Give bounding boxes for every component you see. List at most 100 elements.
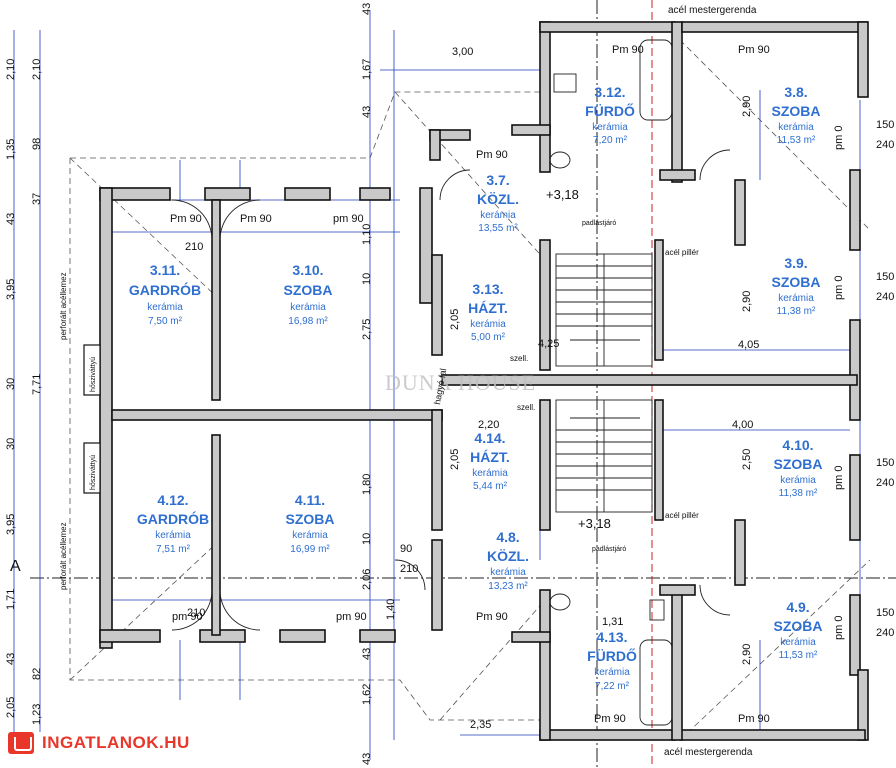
svg-text:kerámia: kerámia	[778, 122, 814, 133]
svg-text:5,44 m²: 5,44 m²	[473, 481, 508, 492]
door-swings	[171, 149, 731, 631]
svg-text:210: 210	[400, 563, 418, 575]
svg-text:30: 30	[5, 438, 17, 450]
room-4-12: 4.12. GARDRÓB kerámia 7,51 m²	[137, 492, 209, 555]
dim-left-col: 2,10 1,35 43 3,95 30 30 3,95 1,71 43 2,0…	[5, 59, 17, 718]
svg-text:pm 90: pm 90	[336, 611, 367, 623]
svg-text:kerámia: kerámia	[472, 468, 508, 479]
level-bottom: +3,18	[578, 516, 611, 531]
svg-text:2,20: 2,20	[478, 419, 499, 431]
svg-text:pm 0: pm 0	[833, 616, 845, 640]
svg-text:Pm 90: Pm 90	[594, 713, 626, 725]
dim-left-col2: 2,10 98 37 7,71 82 1,23	[31, 59, 43, 725]
svg-text:1,40: 1,40	[385, 599, 397, 620]
room-4-8: 4.8. KÖZL. kerámia 13,23 m²	[487, 529, 529, 592]
svg-text:kerámia: kerámia	[480, 210, 516, 221]
svg-text:11,53 m²: 11,53 m²	[777, 135, 816, 146]
room-3-7: 3.7. KÖZL. kerámia 13,55 m²	[477, 172, 519, 234]
vent-bottom-label: szell.	[517, 403, 535, 412]
svg-text:2,50: 2,50	[741, 449, 753, 470]
toilet-bottom	[549, 593, 665, 621]
toilet-top	[549, 73, 577, 169]
svg-text:3,00: 3,00	[452, 46, 473, 58]
svg-text:HÁZT.: HÁZT.	[468, 300, 508, 316]
dim-mid-col: 43 1,67 43 2,75 10 1,80 10 2,06 1,40 43 …	[361, 3, 397, 765]
pillar-top-label: acél pillér	[665, 248, 699, 257]
walls-left	[99, 129, 471, 649]
svg-text:7,51 m²: 7,51 m²	[156, 544, 191, 555]
svg-text:150: 150	[876, 271, 894, 283]
svg-text:1,10: 1,10	[361, 224, 373, 245]
svg-text:43: 43	[361, 648, 373, 660]
svg-text:7,50 m²: 7,50 m²	[148, 316, 183, 327]
svg-text:7,71: 7,71	[31, 374, 43, 395]
bathtub-bottom	[639, 639, 673, 726]
svg-text:150: 150	[876, 457, 894, 469]
svg-text:1,35: 1,35	[5, 139, 17, 160]
room-3-8: 3.8. SZOBA kerámia 11,53 m²	[772, 84, 821, 146]
svg-text:pm 0: pm 0	[833, 126, 845, 150]
svg-text:2,10: 2,10	[31, 59, 43, 80]
svg-text:FÜRDŐ: FÜRDŐ	[585, 102, 635, 119]
svg-text:4.12.: 4.12.	[157, 492, 188, 508]
svg-text:pm 0: pm 0	[833, 466, 845, 490]
svg-text:4.14.: 4.14.	[474, 430, 505, 446]
room-3-10: 3.10. SZOBA kerámia 16,98 m²	[284, 262, 333, 327]
heat-pump-top	[83, 344, 101, 396]
svg-text:HÁZT.: HÁZT.	[470, 449, 510, 465]
svg-text:2,05: 2,05	[5, 697, 17, 718]
svg-text:kerámia: kerámia	[290, 302, 326, 313]
svg-text:4,05: 4,05	[738, 339, 759, 351]
svg-text:pm 0: pm 0	[833, 276, 845, 300]
dim-misc: 3,00 4,05 4,00 2,20 2,35 1,31 4,25 Pm 90…	[170, 44, 845, 731]
svg-text:5,00 m²: 5,00 m²	[471, 332, 506, 343]
railing-bottom-label: padlástjáró	[592, 546, 626, 553]
beam-top-label: acél mestergerenda	[668, 5, 757, 16]
svg-text:240: 240	[876, 477, 894, 489]
room-3-13: 3.13. HÁZT. kerámia 5,00 m²	[468, 281, 508, 343]
svg-text:13,23 m²: 13,23 m²	[488, 581, 528, 592]
svg-text:2,75: 2,75	[361, 319, 373, 340]
stairs-top	[555, 253, 653, 367]
svg-text:10: 10	[361, 533, 373, 545]
svg-text:KÖZL.: KÖZL.	[477, 191, 519, 207]
room-4-14: 4.14. HÁZT. kerámia 5,44 m²	[470, 430, 510, 492]
svg-text:1,62: 1,62	[361, 684, 373, 705]
svg-text:16,99 m²: 16,99 m²	[290, 544, 330, 555]
svg-text:SZOBA: SZOBA	[772, 103, 821, 119]
room-3-9: 3.9. SZOBA kerámia 11,38 m²	[772, 255, 821, 317]
svg-text:GARDRÓB: GARDRÓB	[137, 510, 209, 527]
svg-text:Pm 90: Pm 90	[240, 213, 272, 225]
svg-text:3.11.: 3.11.	[150, 262, 180, 278]
svg-text:16,98 m²: 16,98 m²	[288, 316, 328, 327]
beam-bottom-label: acél mestergerenda	[664, 747, 753, 758]
svg-text:4.13.: 4.13.	[596, 629, 627, 645]
svg-text:150: 150	[876, 119, 894, 131]
railing-top-label: padlástjáró	[582, 220, 616, 227]
svg-text:kerámia: kerámia	[778, 293, 814, 304]
svg-text:Pm 90: Pm 90	[738, 44, 770, 56]
svg-text:pm 90: pm 90	[333, 213, 364, 225]
svg-text:1,67: 1,67	[361, 59, 373, 80]
svg-text:11,53 m²: 11,53 m²	[779, 650, 818, 661]
svg-text:37: 37	[31, 193, 43, 205]
svg-text:11,38 m²: 11,38 m²	[777, 306, 816, 317]
svg-text:2,06: 2,06	[361, 569, 373, 590]
svg-text:2,05: 2,05	[449, 449, 461, 470]
svg-text:kerámia: kerámia	[594, 667, 630, 678]
fence-bottom-label: perforált acéllemez	[59, 522, 68, 590]
bathtub-top	[639, 39, 673, 121]
svg-text:pm 90: pm 90	[172, 611, 203, 623]
site-logo[interactable]: INGATLANOK.HU	[8, 731, 194, 755]
svg-text:kerámia: kerámia	[292, 530, 328, 541]
svg-text:13,55 m²: 13,55 m²	[478, 223, 518, 234]
svg-text:kerámia: kerámia	[780, 475, 816, 486]
svg-text:KÖZL.: KÖZL.	[487, 548, 529, 564]
logo-text: INGATLANOK.HU	[38, 732, 194, 754]
svg-text:SZOBA: SZOBA	[774, 456, 823, 472]
walls-right	[431, 21, 869, 741]
svg-text:4.11.: 4.11.	[295, 492, 325, 508]
svg-text:Pm 90: Pm 90	[170, 213, 202, 225]
svg-text:210: 210	[187, 607, 205, 619]
